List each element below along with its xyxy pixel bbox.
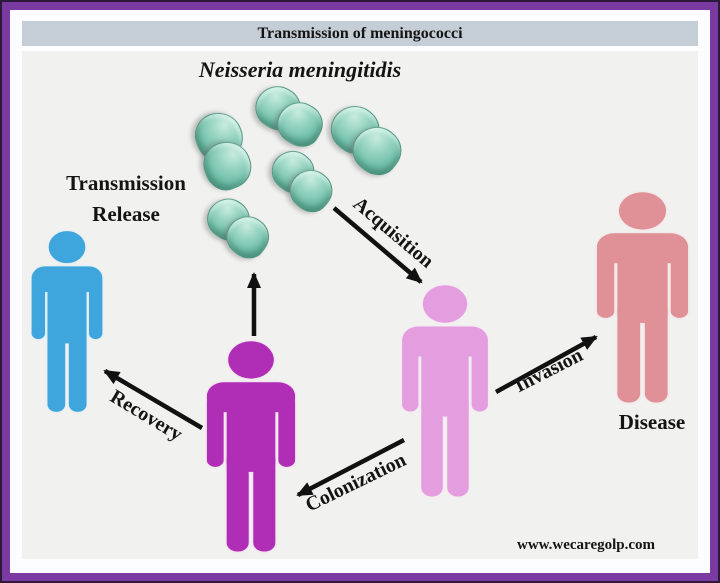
- watermark-text: www.wecaregolp.com: [516, 537, 656, 553]
- person-colonized-fill: [402, 285, 488, 497]
- person-diseased-icon: [596, 192, 689, 403]
- transmission-release-label: Transmission Release: [66, 168, 186, 230]
- person-recovered-fill: [31, 231, 103, 412]
- title-bar: Transmission of meningococci: [22, 21, 698, 46]
- disease-label: Disease: [618, 410, 686, 434]
- person-carrier-icon: [206, 341, 296, 552]
- person-recovered-icon: [31, 231, 103, 412]
- page-title: Transmission of meningococci: [257, 25, 463, 42]
- organism-label: Neisseria meningitidis: [198, 57, 402, 82]
- person-carrier-fill: [206, 341, 296, 552]
- transmission-release-line1: Transmission: [66, 171, 186, 195]
- transmission-release-line2: Release: [92, 202, 160, 226]
- person-diseased-fill: [596, 192, 689, 403]
